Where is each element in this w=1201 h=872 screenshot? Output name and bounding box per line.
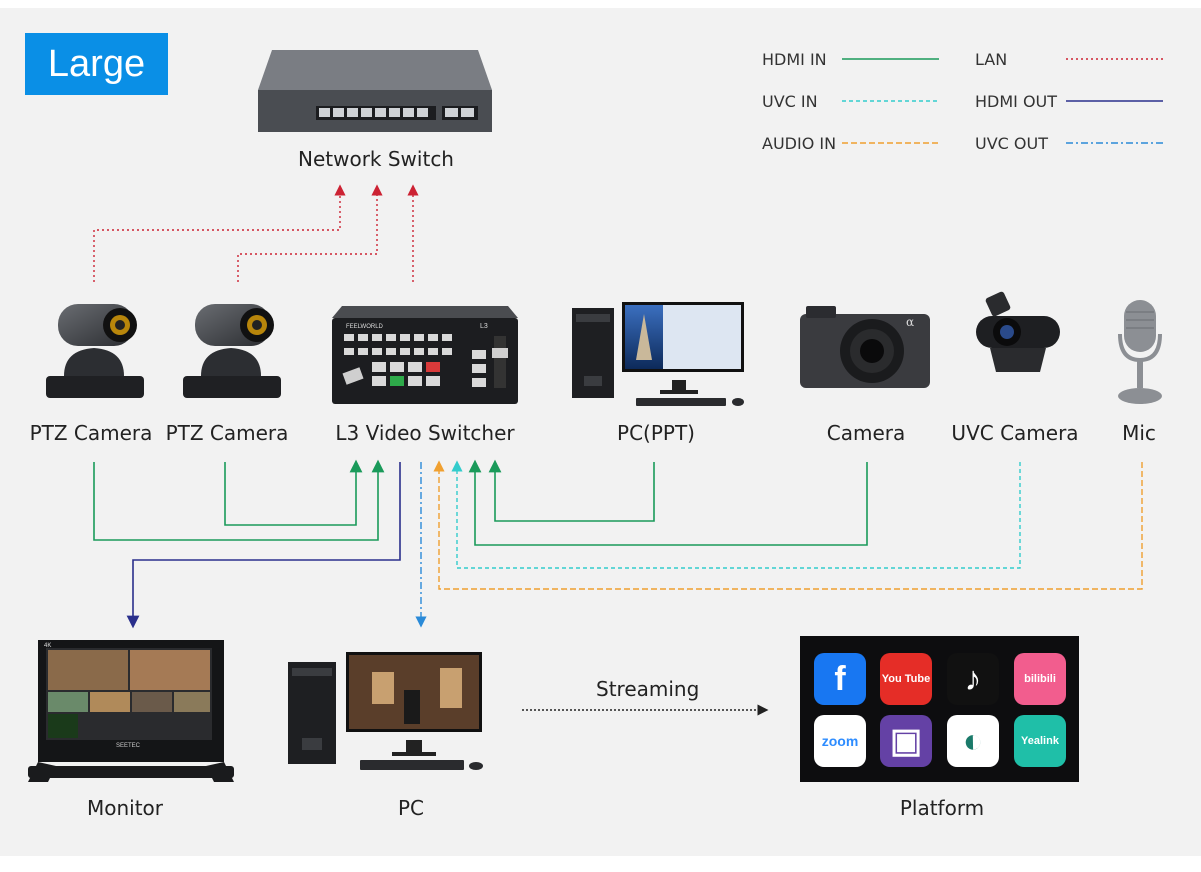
facebook-icon: f — [814, 653, 866, 705]
tiktok-icon: ♪ — [947, 653, 999, 705]
pc-device — [288, 652, 483, 770]
mic-label: Mic — [1122, 421, 1156, 445]
ptz-camera-2-label: PTZ Camera — [165, 421, 289, 445]
monitor-badge-text: 4K — [44, 643, 51, 649]
twitch-icon: ▣ — [880, 715, 932, 767]
monitor-label: Monitor — [86, 796, 164, 820]
legend-lan-label: LAN — [975, 50, 1008, 69]
network-switch-label: Network Switch — [298, 147, 454, 171]
streaming-label: Streaming — [596, 677, 700, 701]
platform-label: Platform — [899, 796, 985, 820]
legend-hdmi-out-label: HDMI OUT — [975, 92, 1058, 111]
pc-ppt-label: PC(PPT) — [617, 421, 695, 445]
bilibili-icon: bilibili — [1014, 653, 1066, 705]
ptz-camera-2-device — [183, 304, 281, 398]
video-switcher-device: FEELWORLD L3 — [332, 306, 518, 404]
uvc-camera-device — [976, 291, 1060, 372]
legend-lines — [842, 58, 1163, 144]
mic-device — [1118, 300, 1162, 404]
youtube-icon: You Tube — [880, 653, 932, 705]
uvc-camera-label: UVC Camera — [951, 421, 1079, 445]
hdmi-in-connections — [93, 459, 868, 546]
legend-hdmi-in-label: HDMI IN — [762, 50, 827, 69]
camera-device: α — [800, 306, 930, 388]
legend-audio-in-label: AUDIO IN — [762, 134, 837, 153]
uvc-in-connection — [451, 460, 1021, 569]
lan-connections — [93, 184, 419, 282]
monitor-brand-text: SEETEC — [116, 743, 141, 749]
monitor-device: SEETEC 4K — [28, 640, 234, 782]
video-switcher-label: L3 Video Switcher — [335, 421, 515, 445]
switcher-brand-text: FEELWORLD — [346, 324, 384, 330]
teams-like-icon: ◐ — [947, 715, 999, 767]
ptz-camera-1-device — [46, 304, 144, 398]
network-switch-device — [258, 50, 492, 132]
camera-label: Camera — [826, 421, 906, 445]
switcher-model-text: L3 — [480, 323, 488, 330]
audio-in-connection — [433, 460, 1143, 590]
pc-label: PC — [397, 796, 425, 820]
legend-uvc-in-label: UVC IN — [762, 92, 818, 111]
yealink-icon: Yealink — [1014, 715, 1066, 767]
camera-mark-text: α — [906, 315, 914, 329]
ptz-camera-1-label: PTZ Camera — [29, 421, 153, 445]
pc-ppt-device — [572, 302, 744, 406]
legend-uvc-out-label: UVC OUT — [975, 134, 1048, 153]
hdmi-out-connection — [126, 462, 401, 629]
size-badge: Large — [25, 33, 168, 95]
zoom-icon: zoom — [814, 715, 866, 767]
